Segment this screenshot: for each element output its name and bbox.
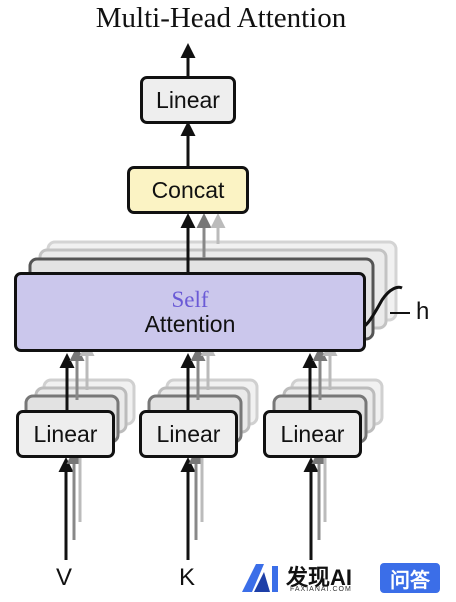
watermark-logo-icon [240, 562, 280, 594]
watermark-site: FAXIANAI.COM [290, 586, 352, 593]
input-v-label: V [56, 564, 73, 591]
watermark-badge: 问答 [380, 563, 440, 593]
linear-v-box: Linear [16, 410, 115, 458]
heads-label: h [416, 298, 430, 325]
linear-k-box: Linear [139, 410, 238, 458]
watermark-brand: 发现AI [286, 565, 353, 590]
self-attention-label-attention: Attention [144, 311, 236, 337]
input-arrows [58, 443, 333, 560]
linear-output-box: Linear [140, 76, 236, 124]
self-attention-label-self: Self [171, 286, 209, 312]
linear-q-box: Linear [263, 410, 362, 458]
self-attention-box: Self Attention [14, 272, 366, 352]
input-k-label: K [179, 564, 196, 591]
diagram-title: Multi-Head Attention [95, 2, 347, 34]
concat-box: Concat [127, 166, 249, 214]
attention-to-concat-arrows [180, 213, 226, 274]
